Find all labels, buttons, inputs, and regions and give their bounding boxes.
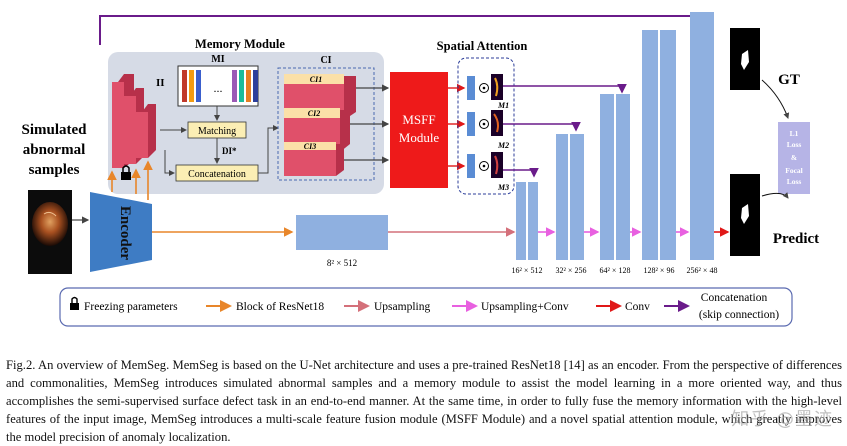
loss-line4: Focal	[785, 166, 803, 175]
loss-line3: &	[791, 153, 797, 162]
mi-memory-bar	[189, 70, 194, 102]
figure-caption: Fig.2. An overview of MemSeg. MemSeg is …	[6, 358, 842, 444]
decoder-size-2: 32² × 256	[556, 266, 587, 275]
msff-module	[390, 72, 448, 188]
spatial-attention-rows	[467, 74, 503, 178]
concatenation-label: Concatenation	[188, 169, 246, 180]
mi-memory-bar	[253, 70, 258, 102]
encoder-block	[90, 192, 152, 272]
mi-memory-bar	[196, 70, 201, 102]
ii-feature-blocks	[112, 74, 156, 168]
m3-label: M3	[497, 183, 509, 192]
mi-memory-bar	[246, 70, 251, 102]
spatial-attention-box	[457, 57, 515, 195]
lock-icon	[121, 165, 131, 180]
ii-label: II	[156, 77, 165, 89]
loss-line1: L1	[790, 129, 799, 138]
loss-line2: Loss	[787, 140, 802, 149]
ci2-label: CI2	[308, 109, 320, 118]
legend-concat-line1: Concatenation	[701, 292, 768, 304]
skip-connection-top	[99, 15, 706, 45]
mi-memory-bar	[182, 70, 187, 102]
loss-line5: Loss	[787, 177, 802, 186]
loss-box	[778, 122, 810, 194]
legend-upsample: Upsampling	[374, 301, 430, 313]
legend-lock-icon	[70, 296, 79, 310]
decoder-blocks	[516, 12, 714, 260]
msff-label-line1: MSFF	[402, 112, 435, 127]
spatial-attention-title: Spatial Attention	[437, 39, 528, 53]
m1-label: M1	[497, 101, 509, 110]
msff-label-line2: Module	[399, 130, 440, 145]
decoder-size-5: 256² × 48	[687, 266, 718, 275]
input-label-line1: Simulated	[21, 122, 87, 138]
legend-resnet: Block of ResNet18	[236, 301, 324, 313]
ci3-label: CI3	[304, 142, 316, 151]
input-label-line2: abnormal	[23, 142, 86, 158]
legend-box	[59, 287, 793, 327]
mi-dots: ...	[214, 81, 223, 95]
bottleneck-block	[296, 215, 388, 250]
legend-concat-line2: (skip connection)	[699, 309, 779, 321]
predict-label: Predict	[773, 231, 819, 247]
encoder-label: Encoder	[117, 206, 133, 261]
ci-label: CI	[320, 55, 331, 66]
skip-connection-2	[503, 122, 581, 132]
mi-label: MI	[211, 54, 224, 65]
ci-blocks	[284, 74, 356, 176]
matching-label: Matching	[198, 126, 236, 137]
memory-module-title: Memory Module	[195, 37, 285, 51]
mi-memory-bar	[239, 70, 244, 102]
ci1-label: CI1	[310, 75, 322, 84]
input-label-line3: samples	[29, 162, 80, 178]
legend-upconv: Upsampling+Conv	[481, 301, 569, 313]
bottleneck-label: 8² × 512	[327, 258, 357, 268]
mi-memory-bars	[182, 70, 258, 102]
decoder-size-1: 16² × 512	[512, 266, 543, 275]
legend-conv: Conv	[625, 301, 650, 313]
watermark: 知乎 @墨迹	[731, 409, 833, 430]
gt-label: GT	[778, 72, 800, 88]
decoder-size-4: 128² × 96	[644, 266, 675, 275]
legend-freeze: Freezing parameters	[84, 301, 178, 313]
skip-connection-3	[503, 168, 539, 178]
mi-memory-bar	[232, 70, 237, 102]
decoder-size-3: 64² × 128	[600, 266, 631, 275]
skip-connection-1	[503, 84, 627, 94]
m2-label: M2	[497, 141, 509, 150]
input-sample-object	[32, 202, 68, 246]
di-label: DI*	[222, 146, 237, 156]
